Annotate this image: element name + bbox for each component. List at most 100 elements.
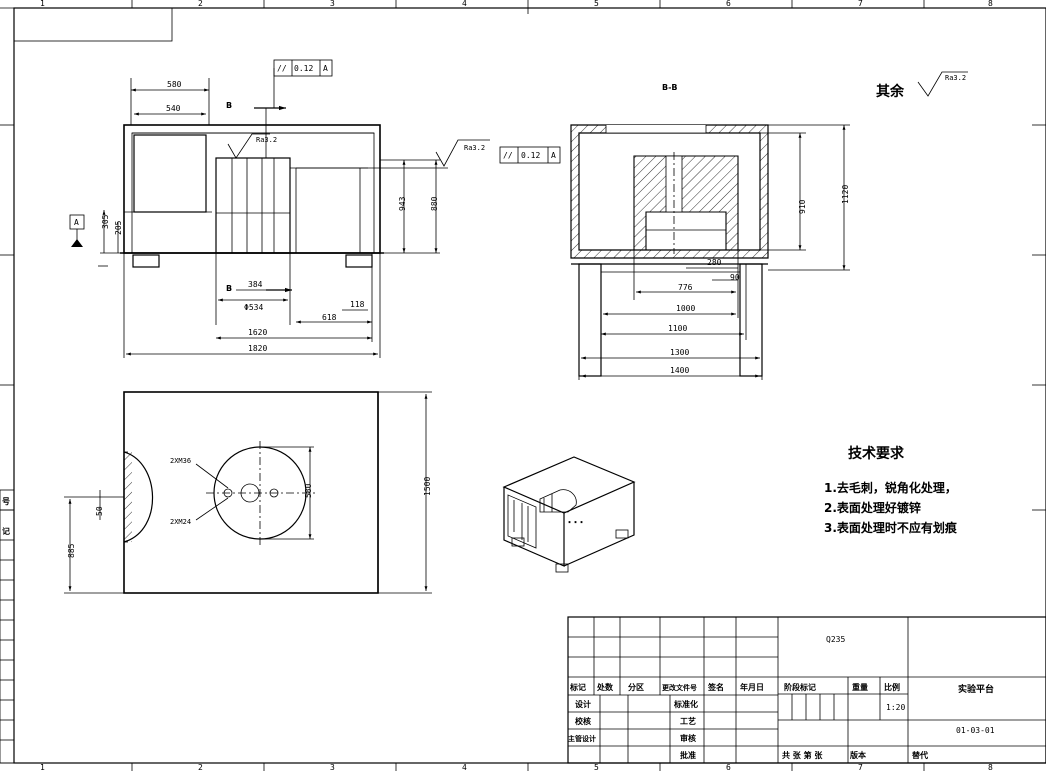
margin-mark-2: 记 xyxy=(2,526,10,536)
svg-text:替代: 替代 xyxy=(912,750,928,760)
svg-text:Ra3.2: Ra3.2 xyxy=(464,144,485,152)
zone-number-top: 4 xyxy=(462,0,467,8)
zone-number-top: 2 xyxy=(198,0,203,8)
zone-number-bottom: 7 xyxy=(858,763,863,771)
parallelism-callout: Ra3.2 // 0.12 A xyxy=(296,139,561,169)
hole-label-m36: 2XM36 xyxy=(170,457,191,465)
cutout-arc xyxy=(123,451,154,543)
dim-880: 880 xyxy=(430,196,439,211)
svg-text:· · ·: · · · xyxy=(568,520,583,526)
dim-1120: 1120 xyxy=(841,185,850,204)
roughness-symbol xyxy=(227,133,270,159)
front-body-outline xyxy=(123,124,381,254)
zone-number-bottom: 6 xyxy=(726,763,731,771)
svg-text:标记: 标记 xyxy=(569,682,586,692)
left-margin-strip xyxy=(0,489,15,764)
margin-mark-1: 号 xyxy=(2,497,10,506)
zone-number-top: 3 xyxy=(330,0,335,8)
tolerance-frame-front: // 0.12 A xyxy=(273,59,333,108)
foot-left xyxy=(132,254,160,268)
dim-1100: 1100 xyxy=(668,324,687,333)
dim-1000: 1000 xyxy=(676,304,695,313)
svg-text:校核: 校核 xyxy=(575,716,591,726)
tech-item-1: 1.去毛刺，锐角化处理， xyxy=(824,480,957,495)
tech-item-3: 3.表面处理时不应有划痕 xyxy=(824,520,958,535)
dim-90: 90 xyxy=(730,273,740,282)
hole-label-m24: 2XM24 xyxy=(170,518,191,526)
dim-384: 384 xyxy=(248,280,263,289)
zone-number-bottom: 8 xyxy=(988,763,993,771)
dim-618: 618 xyxy=(322,313,337,322)
title-block: Q235 实验平台 01-03-01 1:20 标记 处数 分区 更改文件号 签… xyxy=(567,616,1046,764)
tech-item-2: 2.表面处理好镀锌 xyxy=(824,500,921,515)
front-window xyxy=(133,134,207,213)
dim-50: 50 xyxy=(95,506,104,516)
svg-text:分区: 分区 xyxy=(628,682,644,692)
svg-text:标准化: 标准化 xyxy=(673,699,698,709)
svg-text:0.12: 0.12 xyxy=(294,64,313,73)
tech-title: 技术要求 xyxy=(848,445,905,462)
zone-number-top: 7 xyxy=(858,0,863,8)
svg-text:A: A xyxy=(551,151,556,160)
svg-text:审核: 审核 xyxy=(680,733,696,743)
zone-number-bottom: 2 xyxy=(198,763,203,771)
roughness-front: Ra3.2 xyxy=(256,136,277,144)
zone-number-top: 8 xyxy=(988,0,993,8)
svg-text:其余: 其余 xyxy=(876,83,905,100)
drawing-number: 01-03-01 xyxy=(956,726,995,735)
dim-580: 580 xyxy=(167,80,182,89)
svg-text:共 张 第 张: 共 张 第 张 xyxy=(782,750,823,760)
front-view: B B 580 540 A 305 205 943 880 Ra3.2 xyxy=(69,59,440,358)
dim-943: 943 xyxy=(398,196,407,211)
dim-776: 776 xyxy=(678,283,693,292)
section-title: B-B xyxy=(662,83,678,92)
svg-text:版本: 版本 xyxy=(849,750,866,760)
svg-text:更改文件号: 更改文件号 xyxy=(662,683,697,692)
svg-text:处数: 处数 xyxy=(596,682,614,692)
dim-580-top: 580 xyxy=(304,483,313,498)
dim-1400: 1400 xyxy=(670,366,689,375)
svg-text:签名: 签名 xyxy=(707,682,724,692)
part-name: 实验平台 xyxy=(958,683,994,695)
svg-text://: // xyxy=(503,151,513,160)
dim-1820: 1820 xyxy=(248,344,267,353)
dim-dia534: Φ534 xyxy=(244,303,263,312)
section-view: B-B 910 1120 280 90 776 xyxy=(570,83,850,380)
svg-text:设计: 设计 xyxy=(575,699,591,709)
dim-118: 118 xyxy=(350,300,365,309)
dim-280: 280 xyxy=(707,258,722,267)
top-view: 2XM36 2XM24 580 1500 885 50 xyxy=(64,391,432,594)
tech-requirements: 技术要求 1.去毛刺，锐角化处理， 2.表面处理好镀锌 3.表面处理时不应有划痕 xyxy=(824,445,958,535)
svg-text:阶段标记: 阶段标记 xyxy=(784,682,816,692)
svg-text:主管设计: 主管设计 xyxy=(568,734,596,743)
section-mark-bottom: B xyxy=(226,284,232,293)
zone-number-top: 1 xyxy=(40,0,45,8)
zone-number-top: 5 xyxy=(594,0,599,8)
dim-540: 540 xyxy=(166,104,181,113)
datum-label: A xyxy=(74,218,79,227)
dim-205: 205 xyxy=(114,220,123,235)
scale-value: 1:20 xyxy=(886,703,905,712)
isometric-view: · · · xyxy=(502,456,636,573)
dim-1500: 1500 xyxy=(423,477,432,496)
stamp-box xyxy=(13,7,173,42)
dim-1620: 1620 xyxy=(248,328,267,337)
foot-right xyxy=(345,254,373,268)
top-view-outline xyxy=(123,391,379,594)
zone-number-bottom: 4 xyxy=(462,763,467,771)
svg-text:0.12: 0.12 xyxy=(521,151,540,160)
section-mark-top: B xyxy=(226,101,232,110)
dim-305: 305 xyxy=(101,214,110,229)
svg-text:Ra3.2: Ra3.2 xyxy=(945,74,966,82)
svg-text:比例: 比例 xyxy=(884,682,900,692)
dim-1300: 1300 xyxy=(670,348,689,357)
dim-885: 885 xyxy=(67,543,76,558)
svg-text:A: A xyxy=(323,64,328,73)
zone-number-bottom: 3 xyxy=(330,763,335,771)
zone-number-top: 6 xyxy=(726,0,731,8)
zone-number-bottom: 1 xyxy=(40,763,45,771)
zone-number-bottom: 5 xyxy=(594,763,599,771)
